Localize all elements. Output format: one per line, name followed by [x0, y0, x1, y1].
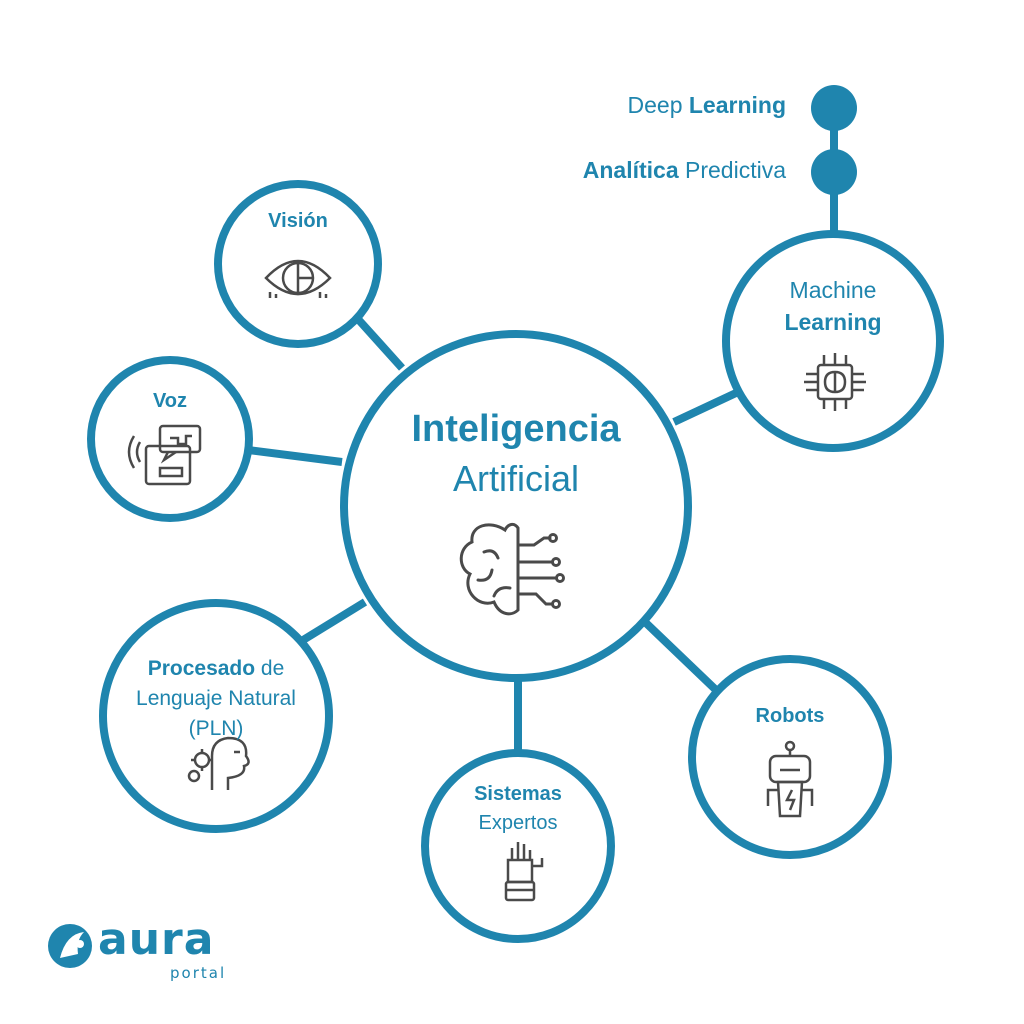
head-gear-icon — [187, 736, 250, 790]
center-title-bold: Inteligencia — [411, 408, 621, 450]
voz-label: Voz — [152, 390, 188, 412]
eye-icon — [264, 259, 332, 298]
pln-label: Procesado de Lenguaje Natural (PLN) — [110, 654, 322, 744]
voice-chat-icon — [127, 424, 202, 486]
ml-label-line1: Machine — [789, 277, 877, 303]
robots-label: Robots — [755, 705, 825, 727]
pln-label-line3: (PLN) — [188, 717, 244, 740]
robotic-hand-icon — [504, 842, 544, 902]
analitica-predictiva-label: Analítica Predictiva — [583, 157, 786, 184]
logo-name: aura — [98, 914, 215, 965]
ml-label-line2: Learning — [784, 309, 882, 335]
center-circle — [340, 330, 692, 682]
connector-pln — [292, 598, 368, 649]
pln-label-line2: Lenguaje Natural — [136, 687, 296, 710]
pln-bold: Procesado — [147, 657, 256, 680]
analitica-bold: Analítica — [582, 157, 679, 183]
connector-ml — [672, 389, 738, 426]
sistemas-label-line2: Expertos — [478, 812, 558, 834]
sistemas-label-line1: Sistemas — [474, 783, 562, 805]
pln-label-line1: Procesado de — [110, 654, 322, 684]
connector-voz — [247, 446, 343, 466]
logo-sub: portal — [170, 964, 227, 982]
predictiva-light: Predictiva — [678, 157, 786, 183]
ml-circle — [722, 230, 944, 452]
center-title-light: Artificial — [452, 458, 580, 499]
connector-vision — [354, 315, 405, 371]
brain-circuit-icon — [459, 522, 565, 616]
ml-label: Machine Learning — [743, 274, 923, 338]
center-title: Inteligencia Artificial — [344, 405, 688, 505]
deep-learning-label: Deep Learning — [628, 92, 787, 119]
pln-circle — [99, 599, 333, 833]
pln-light: de — [255, 657, 285, 680]
sistemas-label: Sistemas Expertos — [448, 780, 588, 838]
robot-icon — [766, 740, 814, 818]
connector-robots — [643, 620, 719, 693]
deep-learning-light: Deep — [627, 92, 689, 118]
deep-learning-bold: Learning — [688, 92, 786, 118]
vision-label: Visión — [268, 210, 328, 232]
ai-chip-icon — [804, 353, 866, 411]
analitica-predictiva-dot — [811, 149, 857, 195]
aura-logo-icon — [48, 924, 92, 968]
deep-learning-dot — [811, 85, 857, 131]
